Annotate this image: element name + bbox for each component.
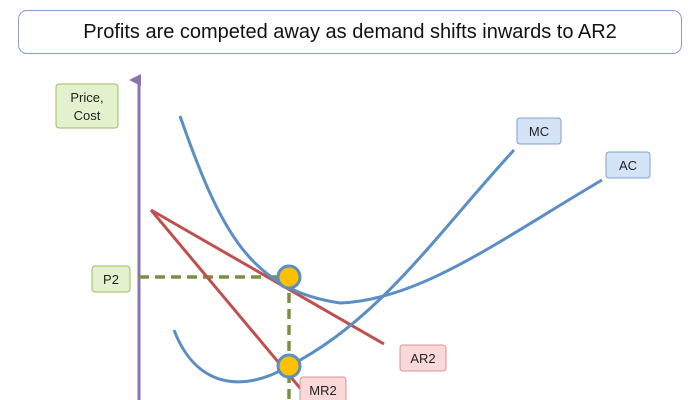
mr2-label: MR2	[299, 376, 347, 400]
svg-text:MC: MC	[529, 124, 549, 139]
equilibrium-point	[276, 264, 302, 290]
svg-text:MR2: MR2	[309, 383, 336, 398]
ac-curve	[178, 115, 603, 305]
p2-label: P2	[91, 265, 131, 293]
mc-curve	[172, 148, 516, 384]
mc-label: MC	[516, 117, 562, 145]
diagram-title: Profits are competed away as demand shif…	[83, 20, 617, 43]
svg-text:AC: AC	[619, 158, 637, 173]
title-box: Profits are competed away as demand shif…	[18, 10, 682, 54]
ar2-label: AR2	[399, 344, 447, 372]
svg-text:P2: P2	[103, 272, 119, 287]
y-axis-label-line1: Price,	[70, 90, 103, 105]
ac-label: AC	[605, 151, 651, 179]
y-axis-label-line2: Cost	[74, 108, 101, 123]
ar2-demand-line	[150, 208, 385, 346]
mc-mr-intersection-point	[276, 353, 302, 379]
y-axis-label: Price, Cost	[55, 83, 119, 129]
svg-text:AR2: AR2	[410, 351, 435, 366]
